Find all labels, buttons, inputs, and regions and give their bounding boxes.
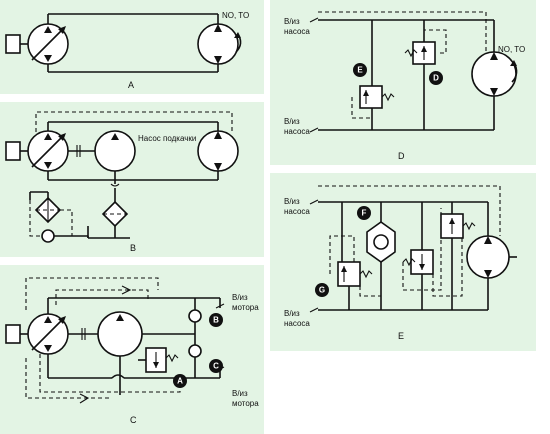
panel-c-badge-c xyxy=(209,359,223,373)
panel-e-port-bottom-line1: В/из xyxy=(284,309,300,318)
panel-c-badge-a xyxy=(173,374,187,388)
panel-c-port-bottom-line1: В/из xyxy=(232,389,248,398)
panel-e-port-top-line1: В/из xyxy=(284,197,300,206)
panel-b-caption: B xyxy=(130,243,136,253)
panel-c-badge-b xyxy=(209,313,223,327)
panel-e-badge-f xyxy=(357,206,371,220)
panel-e-badge-f-text: F xyxy=(362,209,367,218)
panel-e-badge-g xyxy=(315,283,329,297)
panel-e-port-top-line2: насоса xyxy=(284,207,310,216)
panel-d-port-bottom-line2: насоса xyxy=(284,127,310,136)
panel-d-motor-label: NO, TO xyxy=(498,45,525,54)
panel-d-port-top-line2: насоса xyxy=(284,27,310,36)
panel-b-check-valve xyxy=(41,229,55,243)
panel-c-check-valve-b xyxy=(188,309,202,323)
panel-c-badge-b-text: B xyxy=(213,316,219,325)
panel-c-check-valve-c xyxy=(188,344,202,358)
panel-d-port-bottom-line1: В/из xyxy=(284,117,300,126)
panel-b-charge-pump-label: Насос подкачки xyxy=(138,134,196,143)
panel-c-caption: C xyxy=(130,415,137,425)
panel-d: E D В/из насоса В/из насоса NO, TO D xyxy=(270,0,536,165)
panel-d-badge-d xyxy=(429,71,443,85)
panel-b: Насос подкачки B xyxy=(0,102,264,257)
panel-a-motor-label: NO, TO xyxy=(222,11,249,20)
panel-b-control-box xyxy=(5,141,21,161)
panel-c-port-top-line2: мотора xyxy=(232,303,259,312)
panel-d-port-top-line1: В/из xyxy=(284,17,300,26)
panel-c-badge-c-text: C xyxy=(213,362,219,371)
panel-c-control-box xyxy=(5,324,21,344)
panel-c: B C A В/из мотора В/из мотора C xyxy=(0,265,264,434)
panel-e-badge-g-text: G xyxy=(319,286,325,295)
panel-a: NO, TO A xyxy=(0,0,264,94)
panel-d-badge-e xyxy=(353,63,367,77)
panel-c-badge-a-text: A xyxy=(177,377,183,386)
panel-a-control-box xyxy=(5,34,21,54)
panel-d-badge-e-text: E xyxy=(357,66,363,75)
panel-c-port-bottom-line2: мотора xyxy=(232,399,259,408)
panel-e-caption: E xyxy=(398,331,404,341)
panel-e-port-bottom-line2: насоса xyxy=(284,319,310,328)
panel-a-caption: A xyxy=(128,80,134,90)
panel-c-port-top-line1: В/из xyxy=(232,293,248,302)
panel-d-caption: D xyxy=(398,151,405,161)
panel-e-valve-g xyxy=(337,261,361,287)
panel-d-valve-e xyxy=(359,85,383,109)
panel-d-badge-d-text: D xyxy=(433,74,439,83)
panel-e: F G В/из насоса В/из насоса E xyxy=(270,173,536,351)
